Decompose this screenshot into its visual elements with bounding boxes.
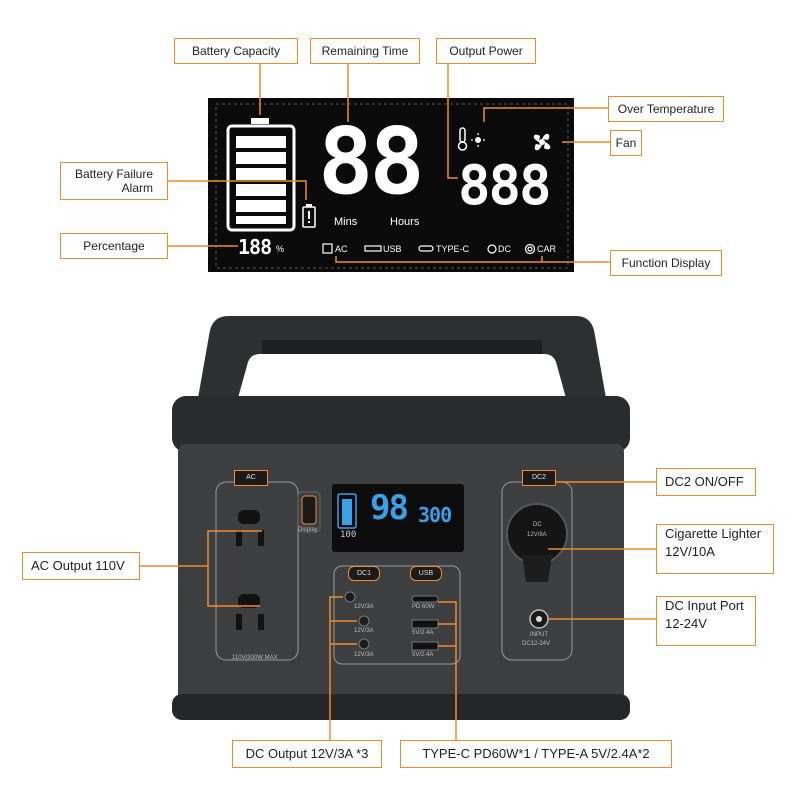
function-ac: AC: [335, 244, 348, 254]
usb-a-label-2: 5V/2.4A: [412, 652, 434, 658]
display-button-shape: [301, 495, 317, 525]
callout-percentage: Percentage: [60, 233, 168, 259]
battery-capacity-icon: [226, 118, 296, 232]
mins-label: Mins: [334, 216, 358, 228]
callout-dc-output: DC Output 12V/3A *3: [232, 740, 382, 768]
usb-a-label-1: 5V/2.4A: [412, 630, 434, 636]
input-label-line1: INPUT: [530, 632, 548, 638]
over-temperature-icon: [457, 127, 485, 151]
callout-ac-output: AC Output 110V: [22, 552, 140, 580]
callout-type-c: TYPE-C PD60W*1 / TYPE-A 5V/2.4A*2: [400, 740, 672, 768]
dc-usb-panel: [333, 565, 461, 665]
mini-time-digits: 98: [370, 488, 409, 528]
battery-failure-line1: Battery Failure: [74, 167, 154, 181]
function-type-c: TYPE-C: [436, 244, 470, 254]
callout-cigarette-lighter: Cigarette Lighter 12V/10A: [656, 524, 774, 574]
dc-port-label-1: 12V/3A: [354, 604, 374, 610]
function-dc: DC: [498, 244, 511, 254]
callout-function-display: Function Display: [610, 250, 722, 276]
output-power-digits: 888: [458, 154, 552, 217]
mini-percent-digits: 100: [340, 530, 357, 540]
callout-battery-capacity: Battery Capacity: [174, 38, 298, 64]
dc-port-label-2: 12V/3A: [354, 628, 374, 634]
function-usb: USB: [383, 244, 402, 254]
dc-port-label-3: 12V/3A: [354, 652, 374, 658]
ac-panel-label: 110V/300W MAX: [232, 655, 278, 661]
function-car: CAR: [537, 244, 557, 254]
callout-remaining-time: Remaining Time: [310, 38, 420, 64]
callout-dc2-onoff: DC2 ON/OFF: [656, 468, 756, 496]
device-base: [172, 694, 630, 720]
fan-icon: [533, 133, 551, 151]
ac-button[interactable]: AC: [234, 470, 268, 486]
dc-input-line1: DC Input Port: [665, 598, 744, 613]
percentage-digits: 188: [238, 235, 272, 259]
remaining-time-digits: 88: [318, 108, 425, 215]
usb-button[interactable]: USB: [410, 566, 442, 581]
display-button-label: Display: [298, 527, 318, 533]
device-top: [172, 396, 630, 452]
device-handle: [198, 316, 606, 398]
device-body: [178, 444, 624, 706]
dc1-button[interactable]: DC1: [348, 566, 380, 581]
cig-label-line2: 12V/8A: [527, 532, 547, 538]
battery-failure-line2: Alarm: [121, 181, 153, 195]
pd-label: PD 60W: [412, 604, 435, 610]
cigarette-line2: 12V/10A: [665, 544, 715, 559]
callout-battery-failure: Battery Failure Alarm: [60, 162, 168, 200]
device-leader-lines: [140, 471, 656, 740]
cigarette-line1: Cigarette Lighter: [665, 526, 762, 541]
cig-label-line1: DC: [533, 522, 542, 528]
percent-sign: %: [276, 244, 285, 254]
mini-lcd: [332, 484, 464, 552]
mini-power-digits: 300: [418, 503, 452, 527]
ac-outlets: [236, 510, 264, 630]
dc-input-line2: 12-24V: [665, 616, 707, 631]
callout-dc-input: DC Input Port 12-24V: [656, 596, 756, 646]
dc2-button[interactable]: DC2: [522, 470, 556, 486]
function-icons: [322, 243, 536, 255]
callout-over-temperature: Over Temperature: [608, 96, 724, 122]
battery-alarm-icon: [302, 204, 316, 228]
hours-label: Hours: [390, 216, 420, 228]
callout-fan: Fan: [610, 130, 642, 156]
dc-output-ports: [344, 591, 370, 650]
callout-output-power: Output Power: [436, 38, 536, 64]
lcd-leader-lines: [168, 62, 610, 263]
input-label-line2: DC12-24V: [522, 641, 551, 647]
